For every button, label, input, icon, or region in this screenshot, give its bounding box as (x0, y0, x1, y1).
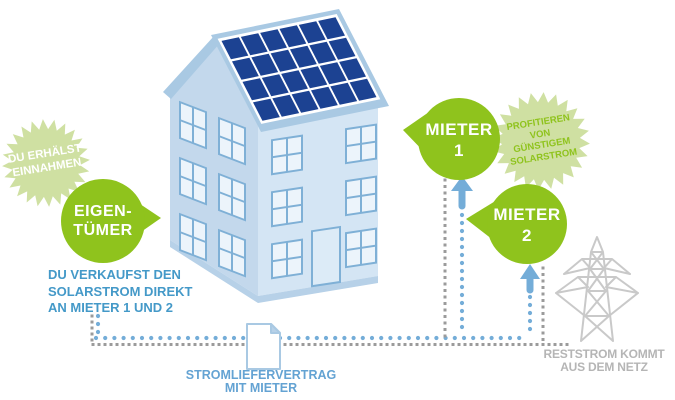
tenant2-line2: 2 (522, 226, 532, 245)
contract-document-icon (246, 323, 281, 370)
sell-line2: SOLARSTROM DIREKT (48, 283, 193, 299)
grid-flow-line-tenant1 (443, 178, 447, 338)
tenant2-line1: MIETER (493, 205, 561, 224)
door (311, 225, 341, 288)
tenant1-bubble-label: MIETER 1 (399, 119, 519, 161)
left-face-windows (179, 100, 246, 278)
tenant-benefit-starburst-icon (492, 92, 590, 190)
roof-overhang (163, 36, 220, 99)
grid-line2: AUS DEM NETZ (560, 359, 648, 374)
solar-flow-line-owner (95, 313, 101, 335)
house-icon (163, 9, 389, 303)
right-face-windows (271, 123, 377, 288)
solar-panel-icon (221, 17, 377, 121)
tenant2-bubble-label: MIETER 2 (467, 204, 587, 246)
owner-line1: EIGEN- (73, 203, 133, 220)
tenant1-line2: 1 (454, 141, 464, 160)
owner-benefit-starburst-icon (2, 119, 90, 207)
grid-flow-line-tenant2 (541, 266, 545, 341)
owner-bubble-label: EIGEN- TÜMER (43, 202, 163, 240)
grid-line1: RESTSTROM KOMMT (543, 347, 665, 361)
grid-flow-line-horizontal (91, 343, 569, 346)
owner-line2: TÜMER (73, 222, 133, 239)
sell-line3: AN MIETER 1 UND 2 (48, 300, 173, 315)
sell-line1: DU VERKAUFST DEN (48, 267, 181, 282)
solar-flow-line-tenant1 (459, 212, 465, 330)
owner-bubble (61, 179, 161, 263)
tenant1-line1: MIETER (425, 120, 493, 139)
up-arrow-tenant2-icon (520, 264, 540, 294)
tenant1-bubble (403, 98, 500, 180)
sell-caption: DU VERKAUFST DEN SOLARSTROM DIREKT AN MI… (48, 267, 192, 317)
grid-flow-line-owner (90, 314, 94, 342)
solar-flow-line-tenant2 (527, 294, 533, 332)
grid-caption: RESTSTROM KOMMT AUS DEM NETZ (533, 348, 675, 373)
contract-caption: STROMLIEFERVERTRAG MIT MIETER (181, 369, 341, 395)
power-pylon-icon (555, 236, 639, 342)
contract-line1: STROMLIEFERVERTRAG (185, 368, 337, 382)
tenant2-bubble (466, 184, 567, 264)
house-base-left (170, 240, 258, 303)
contract-line2: MIT MIETER (224, 381, 298, 395)
house-base-right (258, 276, 378, 303)
solar-flow-line-horizontal (93, 335, 522, 341)
up-arrow-tenant1-icon (451, 176, 473, 210)
